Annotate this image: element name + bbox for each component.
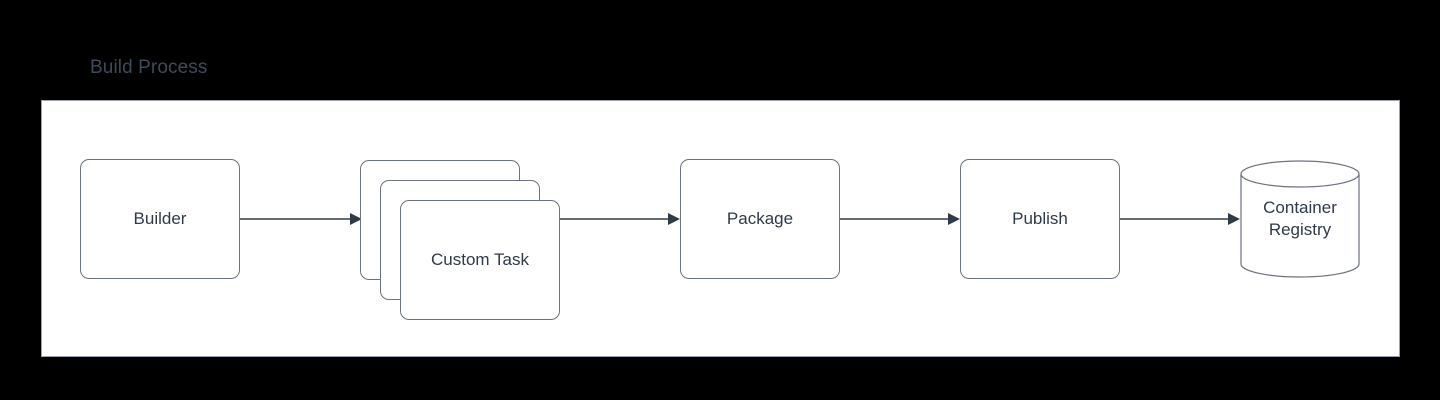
node-container-registry[interactable]: Container Registry <box>1240 160 1360 278</box>
cylinder-icon <box>1240 160 1360 278</box>
node-builder-label: Builder <box>133 209 187 228</box>
node-publish-label: Publish <box>1012 209 1068 228</box>
node-builder[interactable]: Builder <box>80 159 240 279</box>
node-custom-task-card-front[interactable]: Custom Task <box>400 200 560 320</box>
node-package[interactable]: Package <box>680 159 840 279</box>
node-publish[interactable]: Publish <box>960 159 1120 279</box>
node-custom-task-label: Custom Task <box>431 250 529 269</box>
node-custom-task-stack[interactable]: Custom Task Custom Task Custom Task <box>360 160 560 320</box>
node-package-label: Package <box>726 209 794 228</box>
page-title: Build Process <box>90 57 208 78</box>
